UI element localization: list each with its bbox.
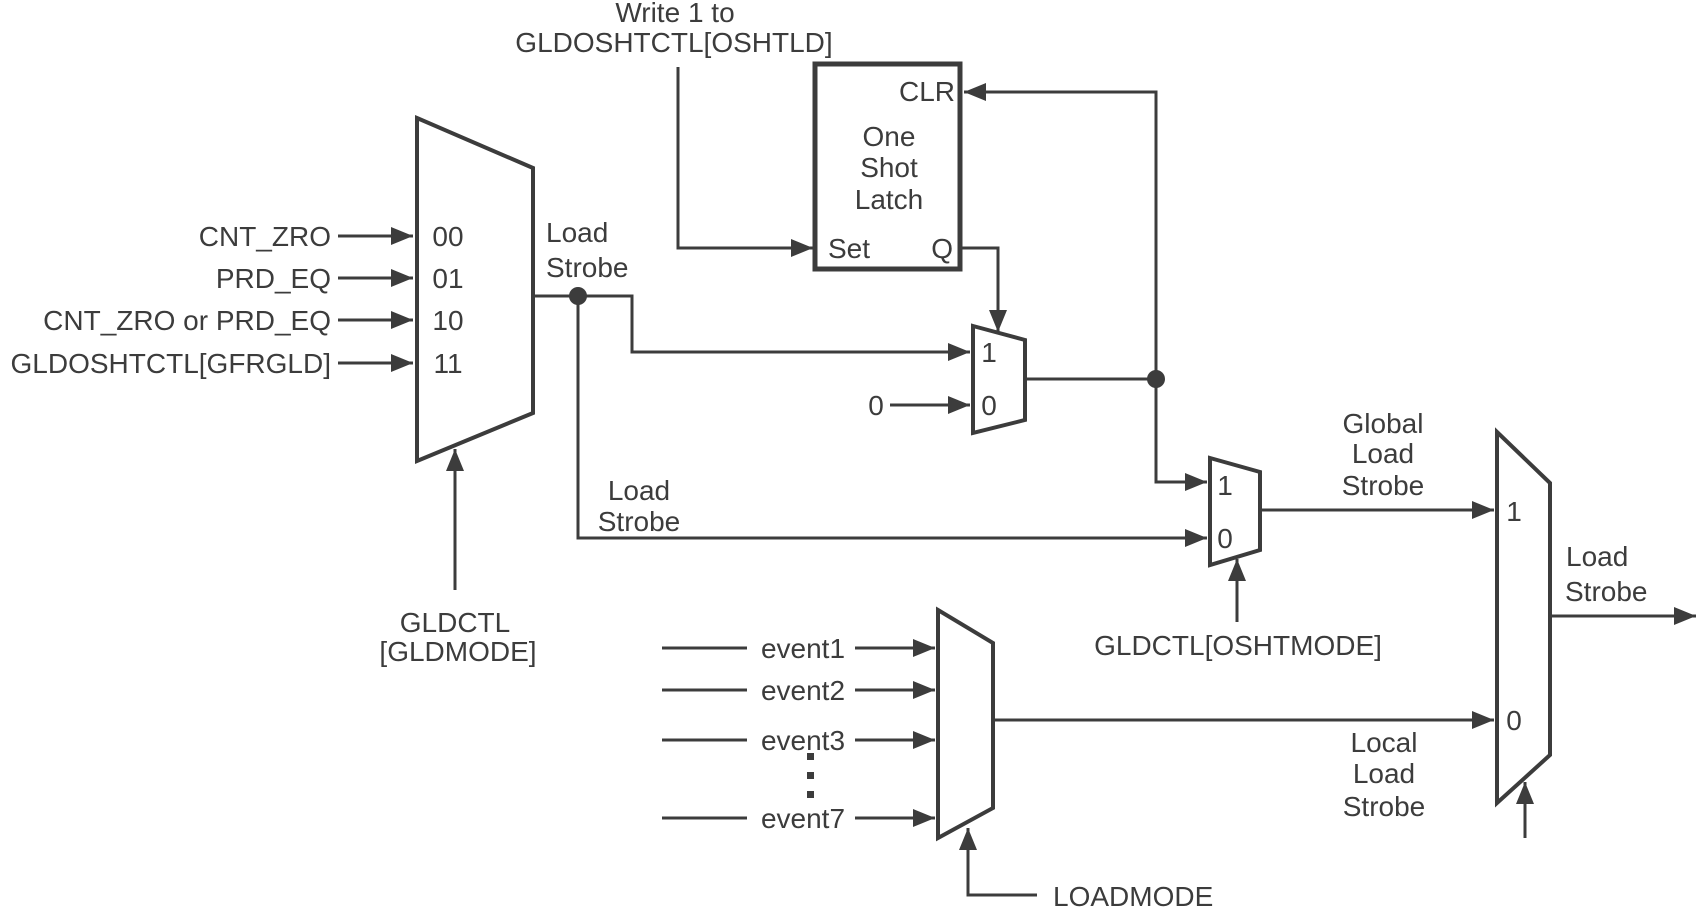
event2-label: event2 (761, 675, 845, 706)
mode-mux-out-label-line2: Strobe (546, 252, 629, 283)
note-line1: Write 1 to (615, 0, 734, 28)
mode-mux-input-label-0: CNT_ZRO (199, 221, 331, 252)
wire-junction-to-oshtmode-mux-1 (1154, 379, 1207, 491)
note-line2: GLDOSHTCTL[OSHTLD] (515, 27, 832, 58)
branch-load-strobe-label-line2: Strobe (598, 506, 681, 537)
ellipsis-dot-2 (807, 772, 814, 779)
global-load-strobe-label-line2: Load (1352, 438, 1414, 469)
oshtmode-mux-in1-label: 1 (1217, 470, 1233, 501)
final-mux-in0-label: 0 (1506, 705, 1522, 736)
oshtmode-mux-in0-label: 0 (1217, 523, 1233, 554)
wire-load-strobe-branch-to-oshtmode-mux-0 (576, 296, 1207, 547)
final-mux (1495, 427, 1552, 808)
latch-clr-label: CLR (899, 76, 955, 107)
final-load-strobe-label-line1: Load (1566, 541, 1628, 572)
mode-mux-input-label-2: CNT_ZRO or PRD_EQ (43, 305, 331, 336)
final-load-strobe-label-line2: Strobe (1565, 576, 1648, 607)
local-load-strobe-label-line1: Local (1351, 727, 1418, 758)
global-load-strobe-label-line1: Global (1343, 408, 1424, 439)
latch-set-label: Set (828, 233, 870, 264)
mode-mux-input-label-1: PRD_EQ (216, 263, 331, 294)
final-mux-in1-label: 1 (1506, 496, 1522, 527)
latch-title-line1: One (863, 121, 916, 152)
event3-label: event3 (761, 725, 845, 756)
const-zero-label: 0 (868, 390, 884, 421)
event1-label: event1 (761, 633, 845, 664)
ellipsis-dot-1 (807, 753, 814, 760)
event-mux (936, 606, 995, 842)
gldmode-select-label-line1: GLDCTL (400, 607, 510, 638)
mode-mux-code-00: 00 (432, 221, 463, 252)
mode-mux-code-01: 01 (432, 263, 463, 294)
event7-label: event7 (761, 803, 845, 834)
gldmode-select-label-line2: [GLDMODE] (379, 636, 536, 667)
global-load-strobe-label-line3: Strobe (1342, 470, 1425, 501)
oshtmode-mux (1208, 455, 1262, 568)
local-load-strobe-label-line2: Load (1353, 758, 1415, 789)
wire-load-strobe-to-oneshot-mux-1 (533, 294, 970, 361)
ellipsis-dot-3 (807, 791, 814, 798)
wire-clr-feedback (964, 83, 1158, 379)
junction-dot-oneshot-out (1147, 370, 1165, 388)
latch-q-label: Q (931, 233, 953, 264)
mode-mux-out-label-line1: Load (546, 217, 608, 248)
mode-mux (415, 114, 535, 464)
oshtmode-select-label: GLDCTL[OSHTMODE] (1094, 630, 1382, 661)
mode-mux-input-label-3: GLDOSHTCTL[GFRGLD] (11, 348, 331, 379)
branch-load-strobe-label-line1: Load (608, 475, 670, 506)
oneshot-mux-in0-label: 0 (981, 390, 997, 421)
wire-q-to-oneshot-mux-select (958, 246, 1007, 332)
junction-dot-load-strobe (569, 287, 587, 305)
oneshot-gate-mux (971, 323, 1027, 436)
wire-write1-to-set (676, 67, 813, 257)
latch-title-line3: Latch (855, 184, 924, 215)
local-load-strobe-label-line3: Strobe (1343, 791, 1426, 822)
mode-mux-code-10: 10 (432, 305, 463, 336)
latch-title-line2: Shot (860, 152, 918, 183)
wire-loadmode-select (959, 828, 1037, 897)
mode-mux-code-11: 11 (433, 348, 462, 379)
loadmode-select-label: LOADMODE (1053, 881, 1213, 908)
oneshot-mux-in1-label: 1 (981, 337, 997, 368)
one-shot-latch-box (812, 61, 963, 272)
